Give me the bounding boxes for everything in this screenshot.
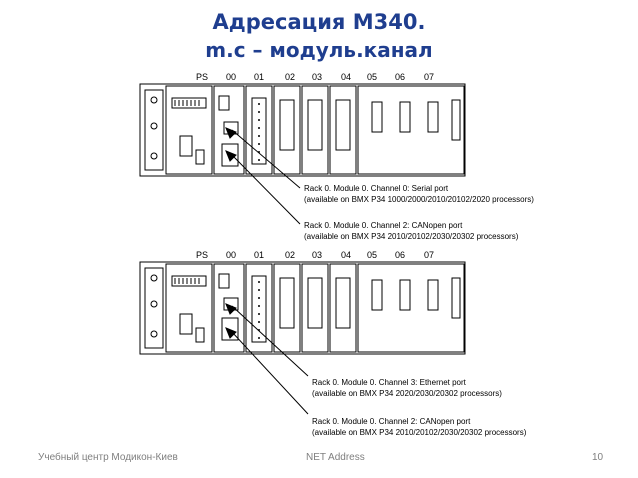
rack-2-slot-02: 02 <box>285 250 295 260</box>
rack-2-slot-00: 00 <box>226 250 236 260</box>
rack-2: PS 00 01 02 03 04 05 06 07 <box>139 250 466 415</box>
rack-2-slot-05: 05 <box>367 250 377 260</box>
rack-1-slot-labels: PS 00 01 02 03 04 05 06 07 <box>196 72 434 82</box>
page-number: 10 <box>592 452 604 463</box>
rack-1-slot-00: 00 <box>226 72 236 82</box>
footer-section: NET Address <box>306 452 365 463</box>
rack-2-slot-01: 01 <box>254 250 264 260</box>
rack-2-callouts: Rack 0. Module 0. Channel 3: Ethernet po… <box>312 378 527 437</box>
rack-2-slot-06: 06 <box>395 250 405 260</box>
rack-1-callout-2-title: Rack 0. Module 0. Channel 2: CANopen por… <box>304 221 463 230</box>
rack-1-callouts: Rack 0. Module 0. Channel 0: Serial port… <box>304 184 534 241</box>
rack-2-slot-04: 04 <box>341 250 351 260</box>
rack-2-slot-ps: PS <box>196 250 208 260</box>
rack-1-callout-1-title: Rack 0. Module 0. Channel 0: Serial port <box>304 184 449 193</box>
rack-2-callout-2-detail: (available on BMX P34 2010/20102/2030/20… <box>312 428 527 437</box>
slide-title: Адресация M340. <box>212 10 426 34</box>
rack-1-slot-02: 02 <box>285 72 295 82</box>
rack-1-slot-03: 03 <box>312 72 322 82</box>
rack-1-slot-05: 05 <box>367 72 377 82</box>
rack-1-slot-01: 01 <box>254 72 264 82</box>
rack-2-slot-07: 07 <box>424 250 434 260</box>
slide-subtitle: m.c – модуль.канал <box>205 38 433 62</box>
rack-2-slot-labels: PS 00 01 02 03 04 05 06 07 <box>196 250 434 260</box>
rack-1-slot-ps: PS <box>196 72 208 82</box>
rack-1-slot-06: 06 <box>395 72 405 82</box>
rack-2-callout-1-title: Rack 0. Module 0. Channel 3: Ethernet po… <box>312 378 467 387</box>
rack-2-callout-2-title: Rack 0. Module 0. Channel 2: CANopen por… <box>312 417 471 426</box>
rack-2-slot-03: 03 <box>312 250 322 260</box>
rack-1-callout-1-detail: (available on BMX P34 1000/2000/2010/201… <box>304 195 534 204</box>
rack-2-callout-1-detail: (available on BMX P34 2020/2030/20302 pr… <box>312 389 502 398</box>
footer-organization: Учебный центр Модикон-Киев <box>38 452 178 463</box>
rack-1-slot-07: 07 <box>424 72 434 82</box>
rack-1: PS 00 01 02 03 04 05 06 07 <box>139 72 466 225</box>
rack-1-callout-2-detail: (available on BMX P34 2010/20102/2030/20… <box>304 232 519 241</box>
rack-1-slot-04: 04 <box>341 72 351 82</box>
